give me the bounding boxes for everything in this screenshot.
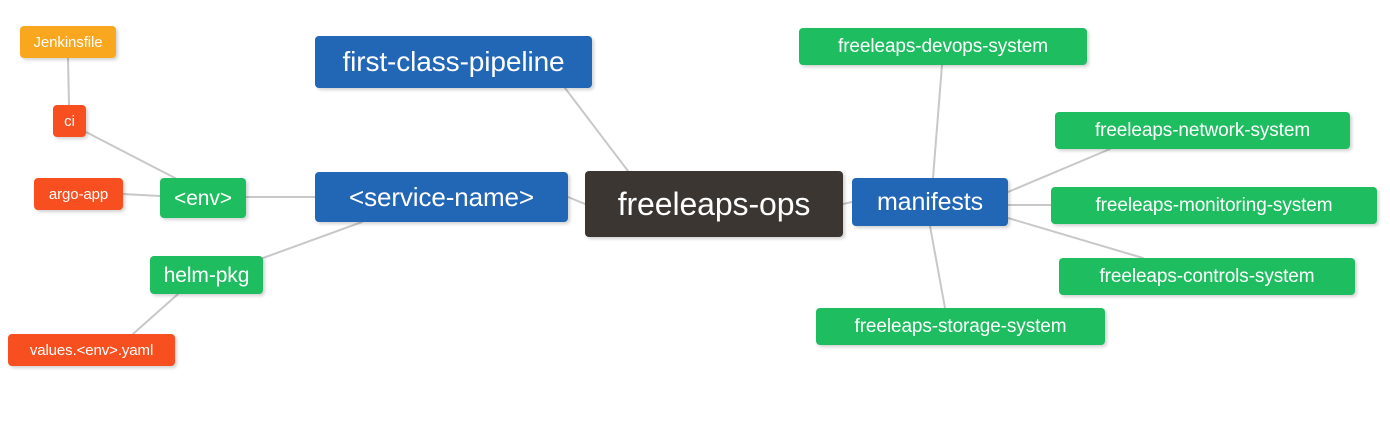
node-storage-system[interactable]: freeleaps-storage-system xyxy=(816,308,1105,345)
edge-manifests-to-devops-system xyxy=(932,64,943,179)
node-network-system[interactable]: freeleaps-network-system xyxy=(1055,112,1350,149)
node-helm-pkg[interactable]: helm-pkg xyxy=(150,256,263,294)
edge-freeleaps-ops-to-manifests xyxy=(842,201,853,205)
node-label-controls-system: freeleaps-controls-system xyxy=(1099,266,1315,287)
node-argo-app[interactable]: argo-app xyxy=(34,178,123,210)
node-label-devops-system: freeleaps-devops-system xyxy=(838,36,1048,57)
edge-helm-pkg-to-values-yaml xyxy=(132,293,179,335)
node-label-ci: ci xyxy=(64,112,75,130)
node-jenkinsfile[interactable]: Jenkinsfile xyxy=(20,26,116,58)
node-manifests[interactable]: manifests xyxy=(852,178,1008,226)
node-devops-system[interactable]: freeleaps-devops-system xyxy=(799,28,1087,65)
node-freeleaps-ops[interactable]: freeleaps-ops xyxy=(585,171,843,237)
edge-ci-to-jenkinsfile xyxy=(67,57,70,106)
edge-freeleaps-ops-to-first-class-pipeline xyxy=(564,87,629,172)
edge-manifests-to-storage-system xyxy=(929,225,946,309)
edge-freeleaps-ops-to-service-name xyxy=(567,196,586,205)
node-label-argo-app: argo-app xyxy=(48,185,109,203)
node-label-values-yaml: values.<env>.yaml xyxy=(29,341,154,359)
node-ci[interactable]: ci xyxy=(53,105,86,137)
edge-manifests-to-network-system xyxy=(1007,148,1111,193)
node-env[interactable]: <env> xyxy=(160,178,246,218)
node-label-helm-pkg: helm-pkg xyxy=(163,263,250,287)
node-label-monitoring-system: freeleaps-monitoring-system xyxy=(1095,195,1333,216)
node-values-yaml[interactable]: values.<env>.yaml xyxy=(8,334,175,366)
node-controls-system[interactable]: freeleaps-controls-system xyxy=(1059,258,1355,295)
edge-env-to-ci xyxy=(85,131,176,179)
node-label-jenkinsfile: Jenkinsfile xyxy=(33,33,103,51)
node-label-service-name: <service-name> xyxy=(348,182,535,212)
node-service-name[interactable]: <service-name> xyxy=(315,172,568,222)
node-label-first-class-pipeline: first-class-pipeline xyxy=(342,46,565,77)
node-label-freeleaps-ops: freeleaps-ops xyxy=(617,186,811,222)
edge-manifests-to-controls-system xyxy=(1007,217,1144,259)
node-label-network-system: freeleaps-network-system xyxy=(1094,120,1311,141)
node-label-manifests: manifests xyxy=(876,187,984,216)
node-label-env: <env> xyxy=(174,186,232,210)
edge-service-name-to-helm-pkg xyxy=(262,221,363,259)
edge-env-to-argo-app xyxy=(122,193,161,197)
node-label-storage-system: freeleaps-storage-system xyxy=(854,316,1067,337)
node-monitoring-system[interactable]: freeleaps-monitoring-system xyxy=(1051,187,1377,224)
node-first-class-pipeline[interactable]: first-class-pipeline xyxy=(315,36,592,88)
